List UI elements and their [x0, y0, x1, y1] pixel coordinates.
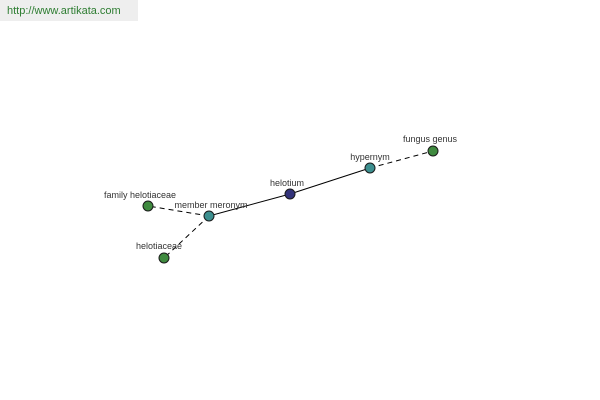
edge-helotium-hypernym — [289, 167, 371, 195]
node-fungus-genus[interactable] — [427, 145, 439, 157]
labels-layer: helotium hypernym fungus genus member meron… — [104, 134, 458, 251]
node-helotiaceae[interactable] — [158, 252, 170, 264]
nodes-layer — [142, 145, 439, 264]
node-family-helotiaceae[interactable] — [142, 200, 154, 212]
node-label-fungus-genus: fungus genus — [403, 134, 458, 144]
node-label-helotium: helotium — [270, 178, 304, 188]
edge-member-meronym-helotiaceae — [163, 215, 210, 259]
edges-layer — [147, 150, 434, 259]
node-label-member-meronym: member meronym — [174, 200, 247, 210]
node-label-family-helotiaceae: family helotiaceae — [104, 190, 176, 200]
edge-member-meronym-family-helotiaceae — [147, 205, 210, 217]
node-hypernym[interactable] — [364, 162, 376, 174]
node-label-helotiaceae: helotiaceae — [136, 241, 182, 251]
site-url-link[interactable]: http://www.artikata.com — [7, 5, 121, 17]
url-bar: http://www.artikata.com — [0, 0, 138, 21]
edge-helotium-member-meronym — [208, 193, 291, 217]
node-label-hypernym: hypernym — [350, 152, 390, 162]
node-helotium[interactable] — [284, 188, 296, 200]
node-member-meronym[interactable] — [203, 210, 215, 222]
edge-hypernym-fungus-genus — [369, 150, 434, 169]
